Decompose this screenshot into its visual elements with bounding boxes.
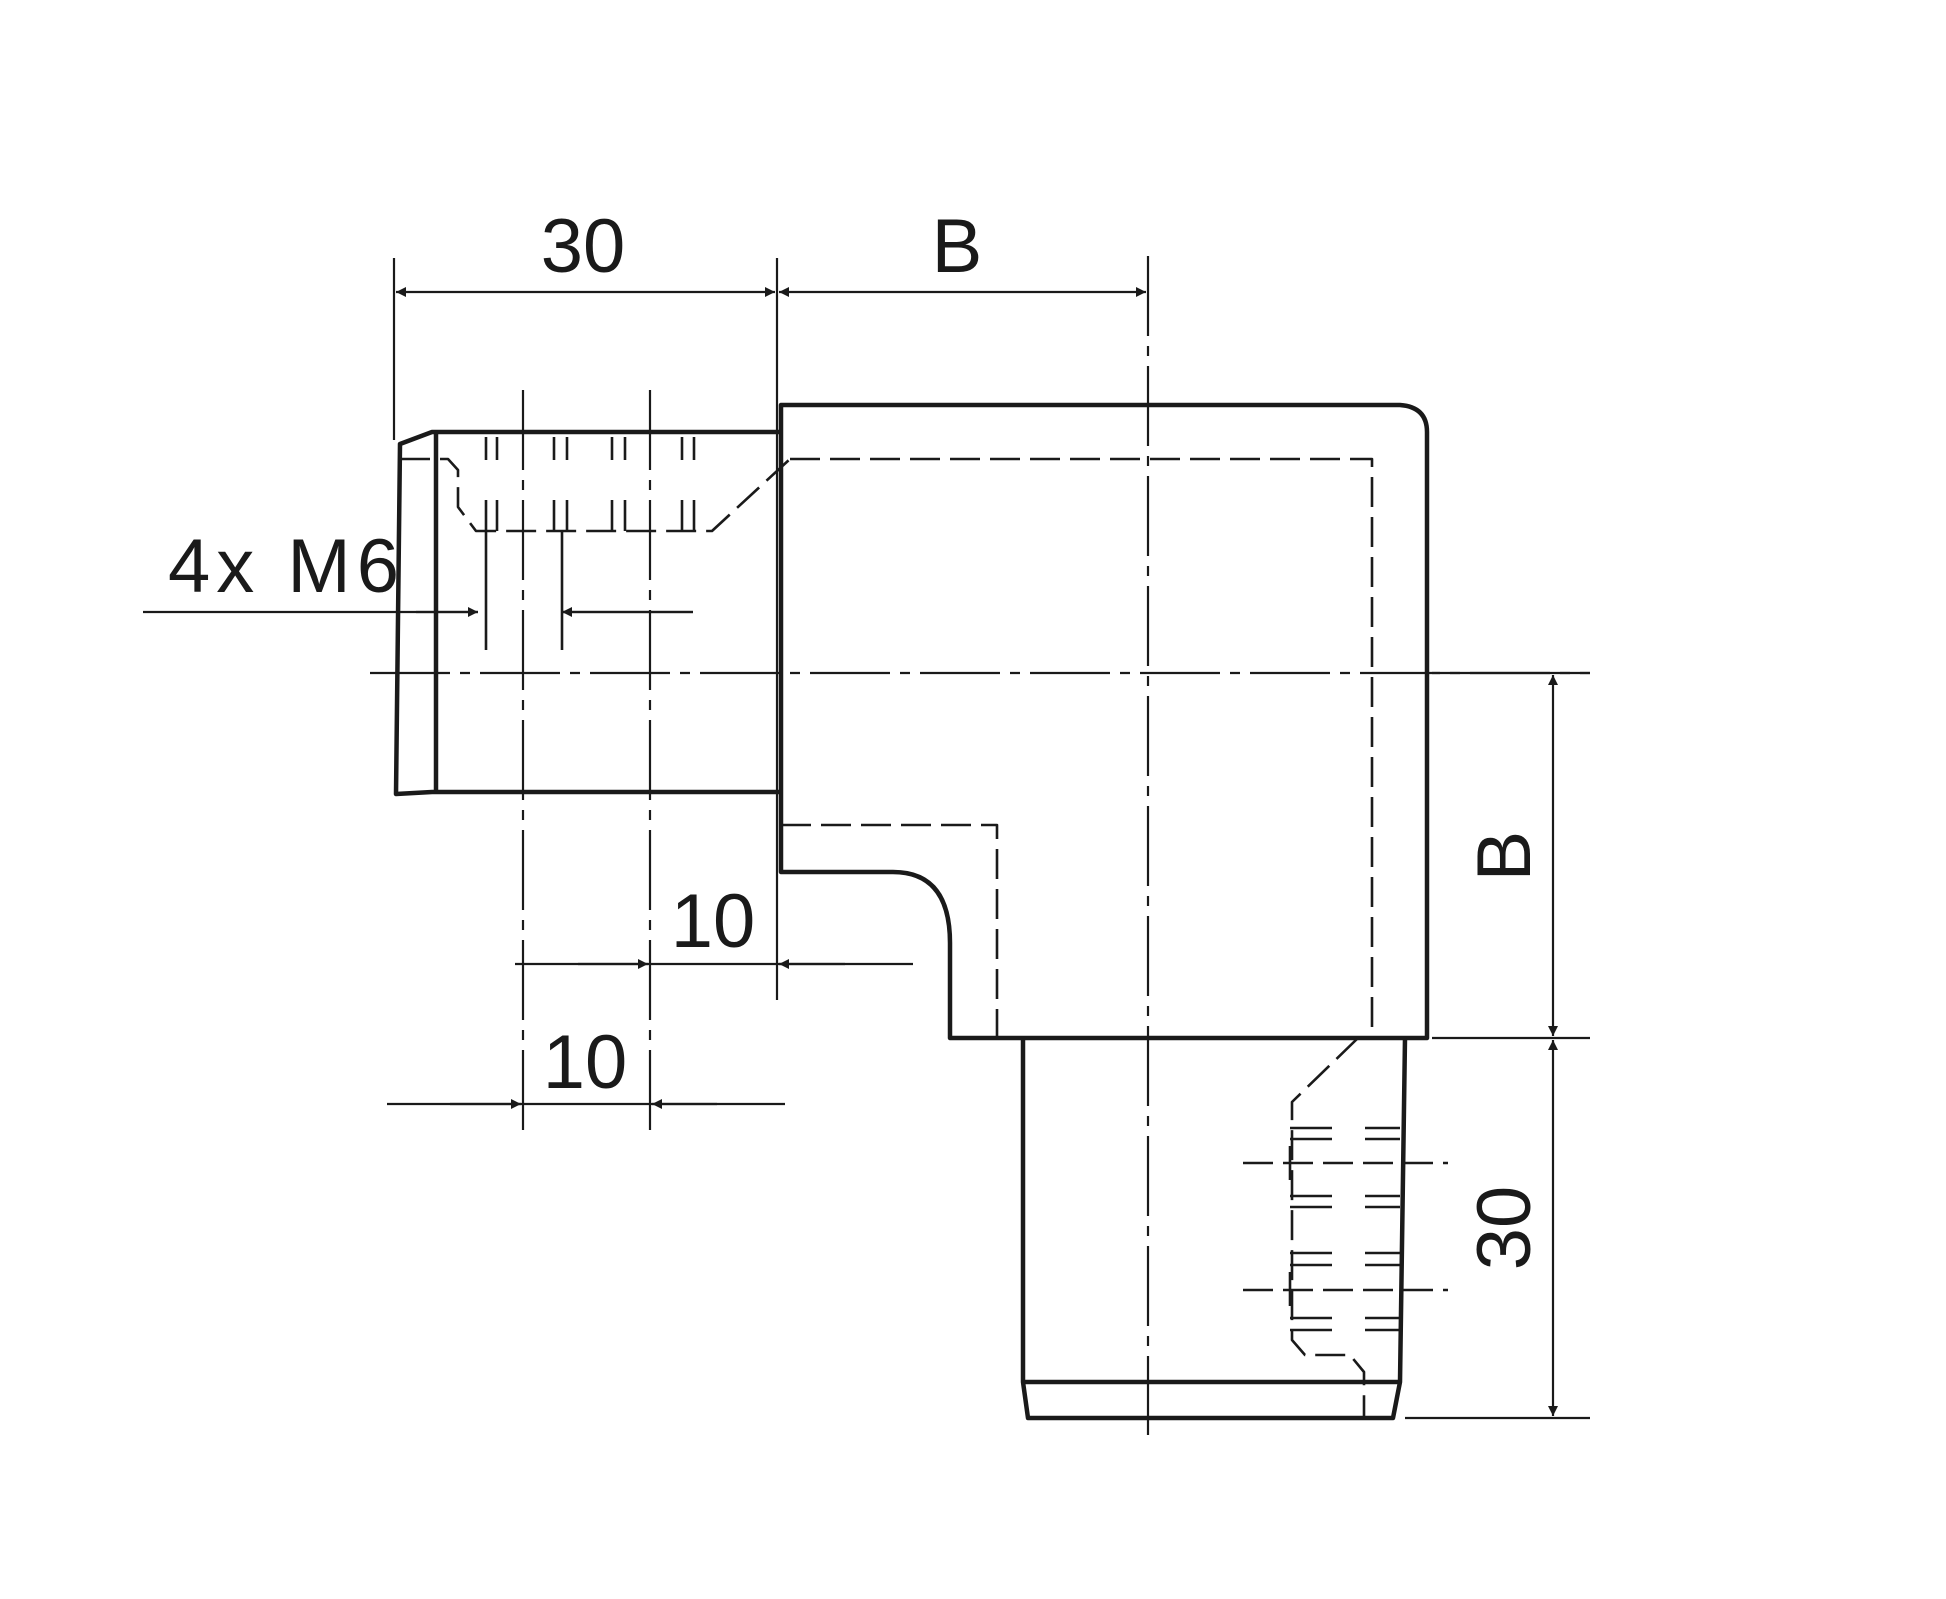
dim-label-top-b: B	[932, 204, 983, 289]
extension-lines	[392, 258, 1590, 1420]
step-cavity-hidden	[781, 823, 999, 1038]
main-body-outline	[778, 402, 1430, 1041]
part-outline	[393, 402, 1430, 1421]
bottom-spigot-outline	[1020, 1037, 1408, 1421]
dim-label-top-30: 30	[541, 204, 626, 289]
left-thread-marks	[484, 437, 696, 650]
dim-label-right-30: 30	[1462, 1186, 1547, 1271]
dim-label-right-b: B	[1462, 831, 1547, 882]
hidden-lines	[400, 457, 1448, 1418]
internal-cavity-hidden	[790, 457, 1374, 1038]
bottom-thread-marks	[1288, 1126, 1400, 1332]
thread-callout-label: 4x M6	[168, 524, 405, 609]
bottom-bore-hidden	[1290, 1037, 1366, 1418]
dim-label-step-lower: 10	[543, 1020, 628, 1105]
dimension-lines	[143, 287, 1558, 1416]
dimension-labels: 30 B 4x M6 10 10 B 30	[168, 204, 1547, 1270]
left-bore-hidden	[400, 457, 791, 533]
dim-label-step-upper: 10	[671, 879, 756, 964]
center-lines	[370, 256, 1590, 1435]
left-spigot-outline	[393, 429, 781, 797]
